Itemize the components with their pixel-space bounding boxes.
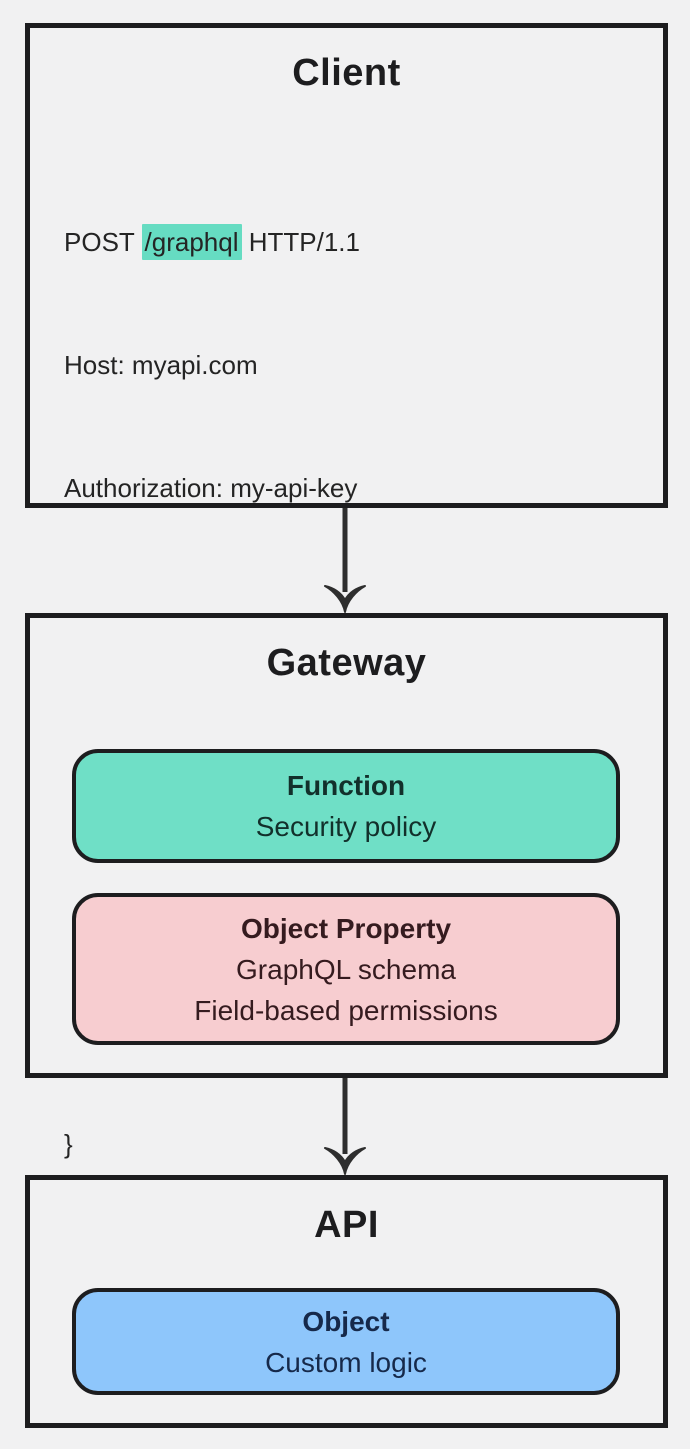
request-line: POST /graphql HTTP/1.1	[64, 222, 570, 263]
gateway-box: Gateway Function Security policy Object …	[25, 613, 668, 1078]
gateway-title: Gateway	[266, 642, 427, 684]
request-protocol: HTTP/1.1	[241, 227, 360, 257]
client-box: Client POST /graphql HTTP/1.1 Host: myap…	[25, 23, 668, 1159]
function-card-line: Security policy	[255, 811, 437, 842]
object-property-card-line: Field-based permissions	[194, 994, 498, 1026]
gateway-to-api-arrow-icon	[324, 1078, 366, 1175]
client-to-gateway-arrow-icon	[324, 508, 366, 613]
object-card-line: Custom logic	[265, 1346, 427, 1378]
request-method: POST	[64, 227, 142, 257]
api-title: API	[314, 1204, 379, 1246]
json-close-brace: }	[64, 1129, 73, 1159]
object-card: Object Custom logic	[72, 1288, 620, 1395]
client-title: Client	[292, 52, 401, 94]
function-card: Function Security policy	[72, 749, 620, 863]
function-card-heading: Function	[286, 770, 406, 801]
object-property-card-line: GraphQL schema	[236, 953, 456, 985]
object-property-card: Object Property GraphQL schema Field-bas…	[72, 893, 620, 1045]
host-header-line: Host: myapi.com	[64, 350, 258, 380]
object-property-card-heading: Object Property	[240, 912, 452, 944]
api-box: API Object Custom logic	[25, 1175, 668, 1428]
authorization-header-line: Authorization: my-api-key	[64, 473, 358, 503]
request-path-highlight: /graphql	[141, 224, 242, 260]
object-card-heading: Object	[302, 1305, 390, 1337]
